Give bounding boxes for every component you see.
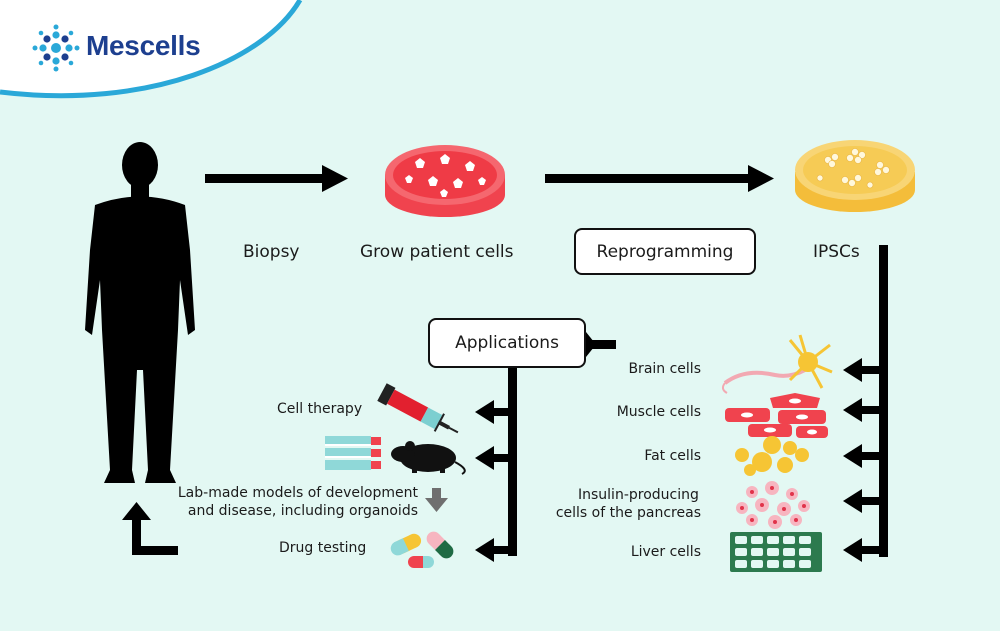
pancreas-cells-label-line2: cells of the pancreas [555, 505, 701, 521]
flow-arrows [122, 165, 888, 562]
ipscs-label: IPSCs [813, 242, 860, 262]
lab-models-label-line2: and disease, including organoids [187, 503, 418, 519]
pancreas-cells-label-line1: Insulin-producing [578, 487, 699, 503]
header-banner [0, 0, 303, 99]
liver-cells-icon [730, 532, 822, 572]
pancreas-cells-icon [736, 481, 810, 529]
mouse-icon [391, 441, 466, 475]
fat-cells-label: Fat cells [644, 448, 701, 464]
lab-models-label-line1: Lab-made models of development [177, 485, 418, 501]
biopsy-label: Biopsy [243, 242, 300, 262]
neuron-icon [721, 334, 833, 394]
patient-cells-dish-icon [385, 145, 505, 217]
muscle-cells-label: Muscle cells [616, 404, 701, 420]
human-silhouette-icon [85, 142, 195, 483]
culture-plates-icon [325, 436, 381, 470]
ipsc-dish-icon [795, 140, 915, 212]
applications-label: Applications [455, 333, 559, 353]
drug-testing-label: Drug testing [279, 540, 367, 556]
cell-cluster-logo-icon [32, 24, 80, 72]
reprogramming-box: Reprogramming [574, 228, 756, 275]
liver-cells-label: Liver cells [630, 544, 701, 560]
applications-box: Applications [428, 318, 586, 368]
reprogramming-label: Reprogramming [596, 241, 734, 262]
syringe-icon [377, 383, 459, 434]
muscle-cells-icon [725, 393, 828, 438]
grow-patient-cells-label: Grow patient cells [360, 242, 514, 262]
cell-therapy-label: Cell therapy [277, 401, 363, 417]
fat-cells-icon [735, 436, 809, 476]
pills-icon [390, 531, 454, 568]
brand-name: Mescells [86, 30, 201, 61]
brain-cells-label: Brain cells [628, 361, 701, 377]
